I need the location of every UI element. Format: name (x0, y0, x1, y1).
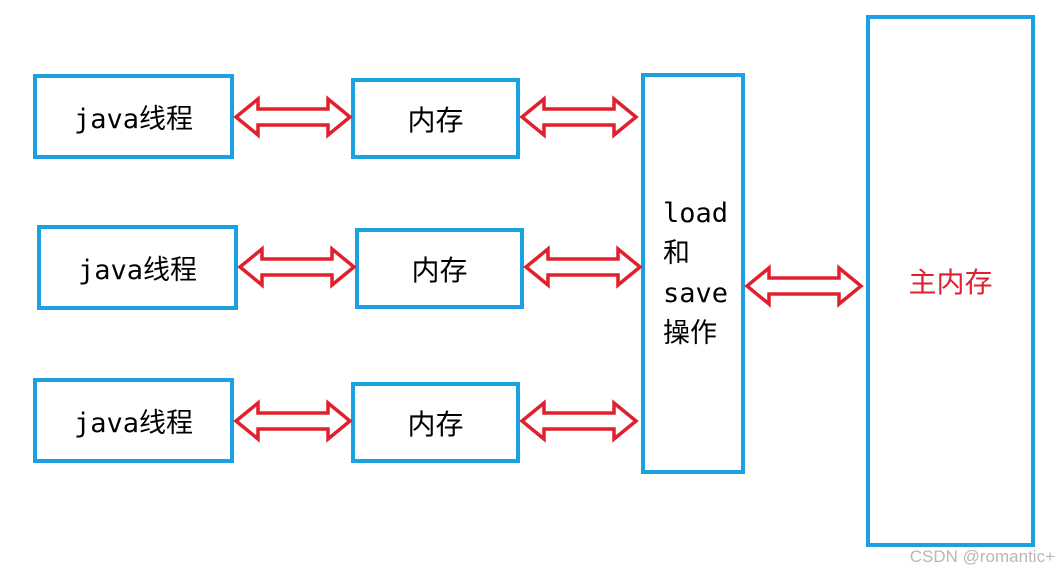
memory-box-1: 内存 (351, 78, 520, 159)
thread-box-2: java线程 (37, 225, 238, 310)
thread-label-1: java线程 (73, 104, 194, 135)
thread-box-1: java线程 (33, 74, 234, 159)
ops-line-and: 和 (663, 237, 690, 269)
thread-label-2: java线程 (77, 255, 198, 286)
csdn-watermark: CSDN @romantic+ (909, 547, 1055, 566)
main-memory-label: 主内存 (908, 266, 993, 299)
memory-box-3: 内存 (351, 382, 520, 463)
arrow-ops-main-memory (744, 264, 864, 308)
arrow-memory1-ops (519, 95, 639, 139)
ops-line-load: load (663, 197, 729, 229)
main-memory-box: 主内存 (866, 15, 1035, 547)
arrow-memory2-ops (523, 245, 643, 289)
memory-label-1: 内存 (407, 103, 464, 137)
arrow-thread3-memory3 (233, 399, 353, 443)
memory-box-2: 内存 (355, 228, 524, 309)
thread-label-3: java线程 (73, 408, 194, 439)
arrow-memory3-ops (519, 399, 639, 443)
load-save-ops-box: load 和 save 操作 (641, 73, 745, 474)
memory-label-3: 内存 (407, 407, 464, 441)
memory-label-2: 内存 (411, 253, 468, 287)
arrow-thread2-memory2 (237, 245, 357, 289)
arrow-thread1-memory1 (233, 95, 353, 139)
thread-box-3: java线程 (33, 378, 234, 463)
ops-line-operation: 操作 (663, 317, 717, 349)
ops-line-save: save (663, 277, 729, 309)
